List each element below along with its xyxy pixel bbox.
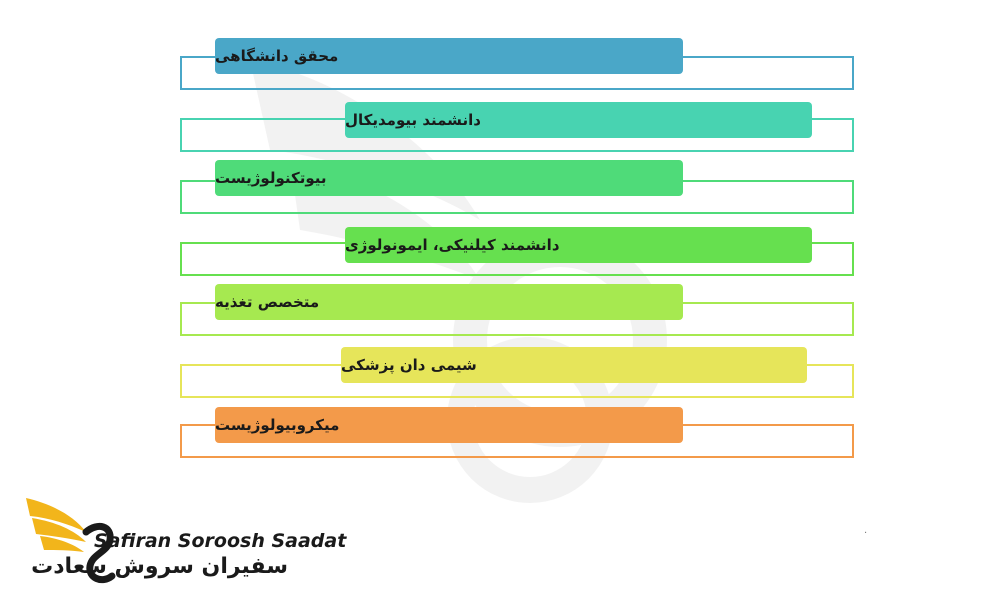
career-item: محقق دانشگاهی (215, 38, 683, 74)
career-item: میکروبیولوژیست (215, 407, 683, 443)
brand-name-fa: سفیران سروش سعادت (31, 554, 288, 579)
brand-name-en: Safiran Soroosh Saadat (94, 530, 347, 552)
logo-wings (26, 498, 116, 584)
career-item: متخصص تغذیه (215, 284, 683, 320)
career-item: بیوتکنولوژیست (215, 160, 683, 196)
career-item: دانشمند کیلنیکی، ایمونولوژی (345, 227, 812, 263)
career-item: شیمی دان پزشکی (341, 347, 807, 383)
career-item: دانشمند بیومدیکال (345, 102, 812, 138)
career-item-label: بیوتکنولوژیست (215, 169, 327, 187)
career-item-label: شیمی دان پزشکی (341, 356, 477, 374)
footnote-dot: · (864, 528, 868, 539)
career-item-label: میکروبیولوژیست (215, 416, 340, 434)
career-item-label: دانشمند کیلنیکی، ایمونولوژی (345, 236, 560, 254)
career-item-label: محقق دانشگاهی (215, 47, 339, 65)
career-item-label: دانشمند بیومدیکال (345, 111, 481, 129)
career-item-label: متخصص تغذیه (215, 293, 320, 311)
